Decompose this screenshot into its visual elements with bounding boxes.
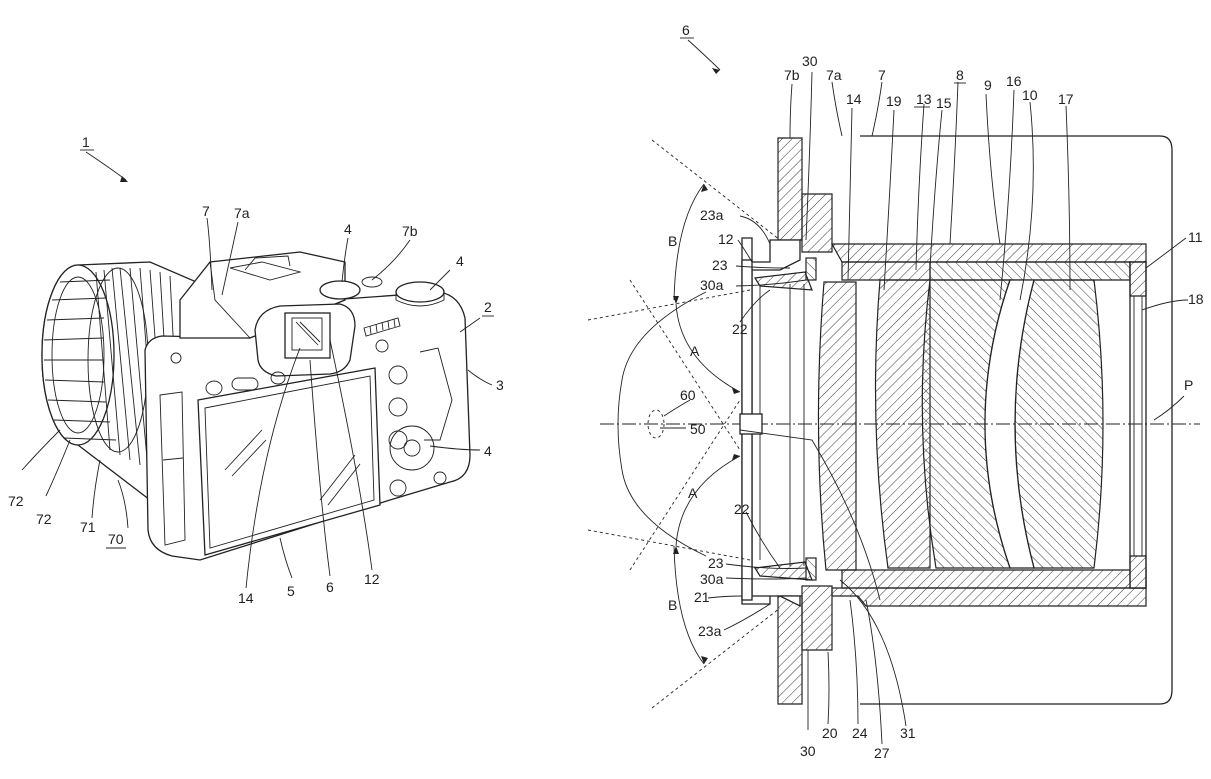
label-21: 21 bbox=[694, 589, 710, 605]
label-B-bottom: B bbox=[668, 597, 677, 613]
label-7-right: 7 bbox=[878, 67, 886, 83]
label-70: 70 bbox=[108, 531, 124, 547]
label-60: 60 bbox=[680, 387, 696, 403]
label-9: 9 bbox=[984, 77, 992, 93]
label-15: 15 bbox=[936, 95, 952, 111]
ref-6: 6 bbox=[682, 22, 690, 38]
label-5: 5 bbox=[287, 583, 295, 599]
label-4-top-left: 4 bbox=[344, 221, 352, 237]
label-6-left: 6 bbox=[326, 579, 334, 595]
lcd-monitor bbox=[197, 367, 381, 556]
viewing-angle-lines bbox=[587, 139, 781, 709]
label-4-side: 4 bbox=[484, 443, 492, 459]
label-10: 10 bbox=[1022, 87, 1038, 103]
label-23a-top: 23a bbox=[700, 207, 724, 223]
label-22-bottom: 22 bbox=[734, 501, 750, 517]
label-11: 11 bbox=[1188, 229, 1203, 245]
label-14-right: 14 bbox=[846, 91, 862, 107]
leader-lines-right bbox=[660, 39, 1189, 745]
label-7a-right: 7a bbox=[826, 67, 842, 83]
label-13: 13 bbox=[916, 91, 932, 107]
label-23-bottom: 23 bbox=[708, 555, 724, 571]
label-30-top: 30 bbox=[802, 53, 818, 69]
label-P: P bbox=[1184, 377, 1193, 393]
label-17: 17 bbox=[1058, 91, 1074, 107]
label-50: 50 bbox=[690, 421, 706, 437]
label-71: 71 bbox=[80, 519, 96, 535]
label-23-top: 23 bbox=[712, 257, 728, 273]
ref-1: 1 bbox=[82, 134, 90, 150]
label-B-top: B bbox=[668, 233, 677, 249]
eyepiece-section-drawing: 6 7b 30 7a 7 8 9 16 10 17 14 19 13 15 11… bbox=[587, 22, 1204, 761]
label-A-bottom: A bbox=[688, 485, 698, 501]
lens-14 bbox=[817, 281, 857, 571]
label-4-top-right: 4 bbox=[456, 253, 464, 269]
label-72-lower: 72 bbox=[36, 511, 52, 527]
label-12-left: 12 bbox=[364, 571, 380, 587]
camera-drawing: 1 7 7a 4 7b 4 2 3 4 12 6 5 14 70 71 72 7… bbox=[8, 134, 504, 606]
label-18: 18 bbox=[1188, 291, 1204, 307]
label-2: 2 bbox=[484, 299, 492, 315]
label-72-upper: 72 bbox=[8, 493, 24, 509]
label-31: 31 bbox=[900, 725, 916, 741]
label-19: 19 bbox=[886, 93, 902, 109]
camera-body bbox=[144, 251, 471, 561]
label-7-left: 7 bbox=[202, 203, 210, 219]
label-7b-left: 7b bbox=[402, 223, 418, 239]
label-8: 8 bbox=[956, 67, 964, 83]
lens-15 bbox=[874, 279, 931, 569]
label-23a-bottom: 23a bbox=[698, 623, 722, 639]
label-3: 3 bbox=[496, 377, 504, 393]
label-7b-right: 7b bbox=[784, 67, 800, 83]
pupil bbox=[647, 409, 665, 439]
leader-lines-left bbox=[21, 151, 493, 589]
label-12-right: 12 bbox=[718, 231, 734, 247]
eye-outline bbox=[617, 291, 707, 557]
label-30a-top: 30a bbox=[700, 277, 724, 293]
label-24: 24 bbox=[852, 725, 868, 741]
label-A-top: A bbox=[690, 343, 700, 359]
label-27: 27 bbox=[874, 745, 890, 761]
label-16: 16 bbox=[1006, 73, 1022, 89]
label-14-left: 14 bbox=[238, 590, 254, 606]
label-7a-left: 7a bbox=[234, 205, 250, 221]
label-30a-bottom: 30a bbox=[700, 571, 724, 587]
label-30-bottom: 30 bbox=[800, 743, 816, 759]
label-20: 20 bbox=[822, 725, 838, 741]
label-22-top: 22 bbox=[732, 321, 748, 337]
viewfinder-window bbox=[284, 312, 331, 359]
